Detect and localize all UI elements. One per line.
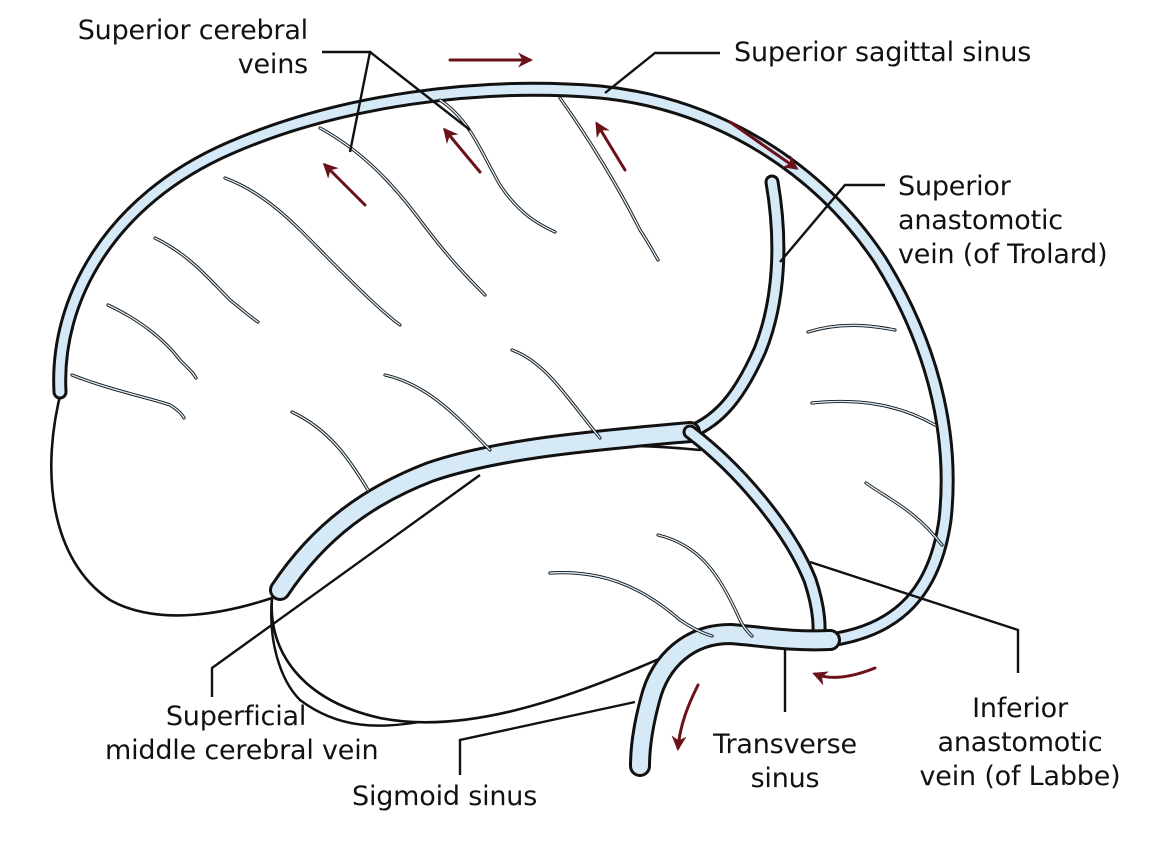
leader-lines	[210, 50, 1020, 775]
superior-anastomotic-vein-shape	[682, 174, 786, 440]
label-line: sinus	[750, 763, 820, 794]
tributary-veins	[70, 96, 944, 638]
label-superficial-middle-cerebral-vein: Superficial middle cerebral vein	[105, 700, 379, 768]
inferior-anastomotic-vein-shape	[682, 424, 827, 648]
label-line: Superior	[898, 171, 1011, 202]
label-line: veins	[237, 49, 308, 80]
label-line: Superior sagittal sinus	[734, 37, 1032, 68]
label-inferior-anastomotic-vein: Inferior anastomotic vein (of Labbe)	[900, 692, 1140, 794]
flow-arrow-vein-2	[443, 127, 482, 174]
label-superior-cerebral-veins: Superior cerebral veins	[40, 14, 308, 82]
label-line: anastomotic	[898, 205, 1063, 236]
flow-arrow-vein-1	[322, 162, 367, 207]
label-line: Inferior	[972, 693, 1068, 724]
label-line: vein (of Labbe)	[919, 761, 1121, 792]
label-line: vein (of Trolard)	[898, 239, 1108, 270]
label-line: middle cerebral vein	[105, 735, 379, 766]
flow-arrow-sigmoid	[671, 683, 700, 751]
flow-arrow-vein-3	[595, 121, 627, 172]
label-superior-anastomotic-vein: Superior anastomotic vein (of Trolard)	[898, 170, 1108, 272]
superior-sagittal-sinus-shape	[52, 81, 955, 650]
flow-arrow-sagittal-posterior	[728, 120, 799, 170]
label-superior-sagittal-sinus: Superior sagittal sinus	[734, 36, 1031, 70]
label-transverse-sinus: Transverse sinus	[700, 728, 870, 796]
transverse-sigmoid-sinus-shape	[629, 623, 841, 777]
label-line: anastomotic	[937, 727, 1103, 758]
label-line: Sigmoid sinus	[352, 781, 538, 812]
label-line: Transverse	[713, 729, 857, 760]
label-line: Superior cerebral	[77, 15, 308, 46]
label-line: Superficial	[165, 701, 307, 732]
flow-arrows	[322, 52, 877, 751]
label-sigmoid-sinus: Sigmoid sinus	[352, 780, 537, 814]
flow-arrow-transverse	[812, 666, 877, 686]
superficial-middle-cerebral-vein-shape	[269, 421, 701, 601]
